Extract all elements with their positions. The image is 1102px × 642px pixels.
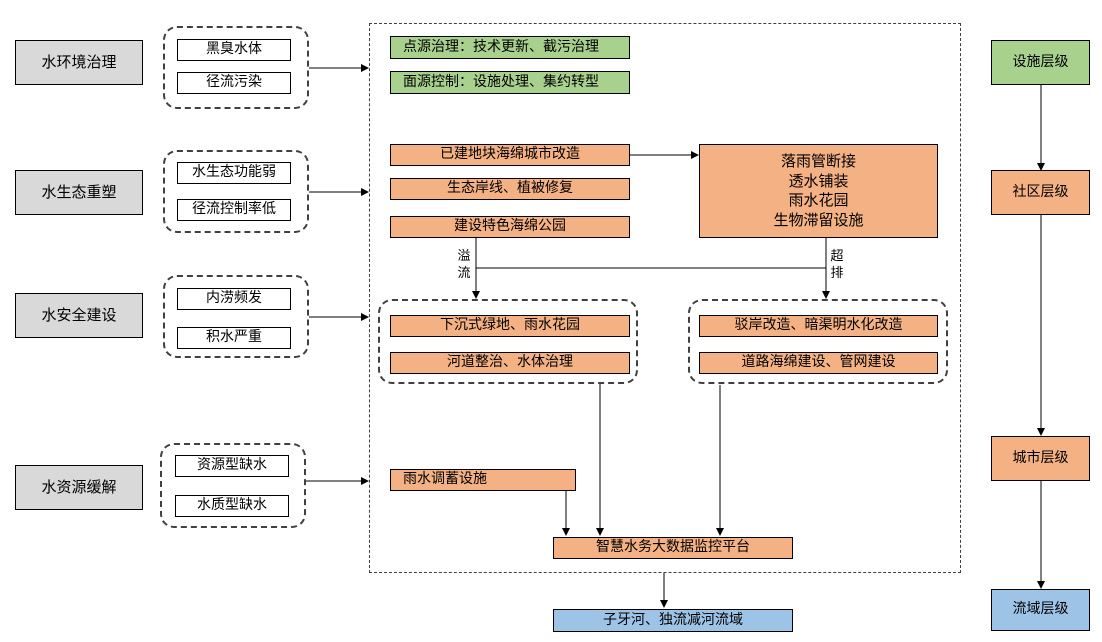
lid-facilities-box: 落雨管断接 透水铺装 雨水花园 生物滞留设施 [699, 144, 938, 238]
problem-group-ecology [163, 150, 309, 233]
problem-group-environment [163, 26, 309, 109]
measures-area [369, 23, 961, 573]
group-revetment-road [688, 299, 948, 384]
smart-water-platform: 智慧水务大数据监控平台 [553, 537, 793, 559]
lid-downspout-disconnection: 落雨管断接 [780, 152, 856, 170]
category-water-resources: 水资源缓解 [15, 465, 143, 510]
category-water-environment: 水环境治理 [15, 40, 143, 85]
basin-box: 子牙河、独流减河流域 [553, 609, 793, 632]
problem-group-safety [163, 275, 309, 358]
measure-road-pipe-network: 道路海绵建设、管网建设 [699, 352, 938, 374]
problem-black-odorous-water: 黑臭水体 [177, 39, 291, 61]
measure-sunken-green-space: 下沉式绿地、雨水花园 [390, 315, 630, 337]
measure-built-block-retrofit: 已建地块海绵城市改造 [390, 144, 630, 166]
level-basin: 流域层级 [991, 589, 1090, 631]
measure-sponge-park: 建设特色海绵公园 [390, 216, 630, 238]
measure-river-regulation: 河道整治、水体治理 [390, 352, 630, 374]
problem-serious-ponding: 积水严重 [177, 327, 291, 349]
measure-revetment-culvert: 驳岸改造、暗渠明水化改造 [699, 315, 938, 337]
problem-frequent-waterlogging: 内涝频发 [177, 288, 291, 310]
group-green-river [378, 299, 638, 384]
measure-point-source: 点源治理：技术更新、截污治理 [390, 36, 630, 59]
level-city: 城市层级 [991, 436, 1090, 481]
level-facility: 设施层级 [991, 40, 1090, 85]
problem-group-resources [160, 443, 306, 528]
problem-runoff-pollution: 径流污染 [177, 72, 291, 94]
exceed-label: 超 排 [830, 249, 844, 281]
measure-area-source: 面源控制：设施处理、集约转型 [390, 71, 630, 94]
overflow-label: 溢 流 [457, 249, 471, 281]
problem-low-runoff-control: 径流控制率低 [177, 199, 291, 221]
lid-rain-garden: 雨水花园 [788, 191, 849, 209]
problem-resource-shortage: 资源型缺水 [175, 455, 289, 477]
problem-weak-ecology: 水生态功能弱 [177, 162, 291, 184]
problem-quality-shortage: 水质型缺水 [175, 495, 289, 517]
lid-permeable-paving: 透水铺装 [788, 171, 849, 190]
measure-ecological-shoreline: 生态岸线、植被修复 [390, 178, 630, 200]
category-water-safety: 水安全建设 [15, 293, 143, 338]
category-water-ecology: 水生态重塑 [15, 170, 143, 215]
lid-bioretention: 生物滞留设施 [773, 210, 864, 229]
level-community: 社区层级 [991, 170, 1090, 215]
measure-storage-facility: 雨水调蓄设施 [390, 469, 576, 491]
